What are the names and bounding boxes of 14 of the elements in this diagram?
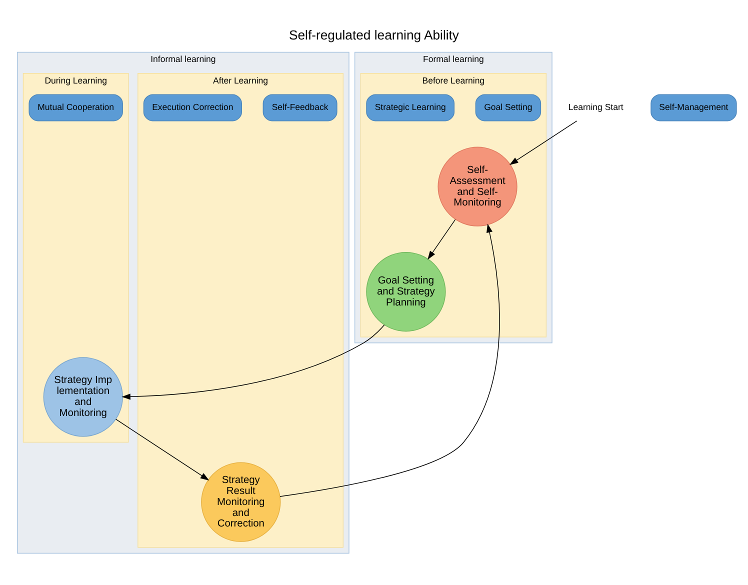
node-box: Self-Feedback [262, 94, 338, 122]
arrow [122, 324, 385, 400]
node-circle: Strategy Implementation and Monitoring [43, 357, 123, 437]
arrow [115, 418, 210, 481]
arrow [509, 120, 578, 165]
node-box: Self-Management [650, 94, 737, 122]
arrow [428, 219, 456, 260]
node-box: Strategic Learning [366, 94, 455, 122]
node-box: Goal Setting [475, 94, 542, 122]
node-box: Execution Correction [143, 94, 242, 122]
arrow [280, 224, 500, 497]
node-text: Learning Start [568, 102, 624, 112]
diagram-title: Self-regulated learning Ability [289, 27, 459, 42]
node-box: Mutual Cooperation [28, 94, 123, 122]
